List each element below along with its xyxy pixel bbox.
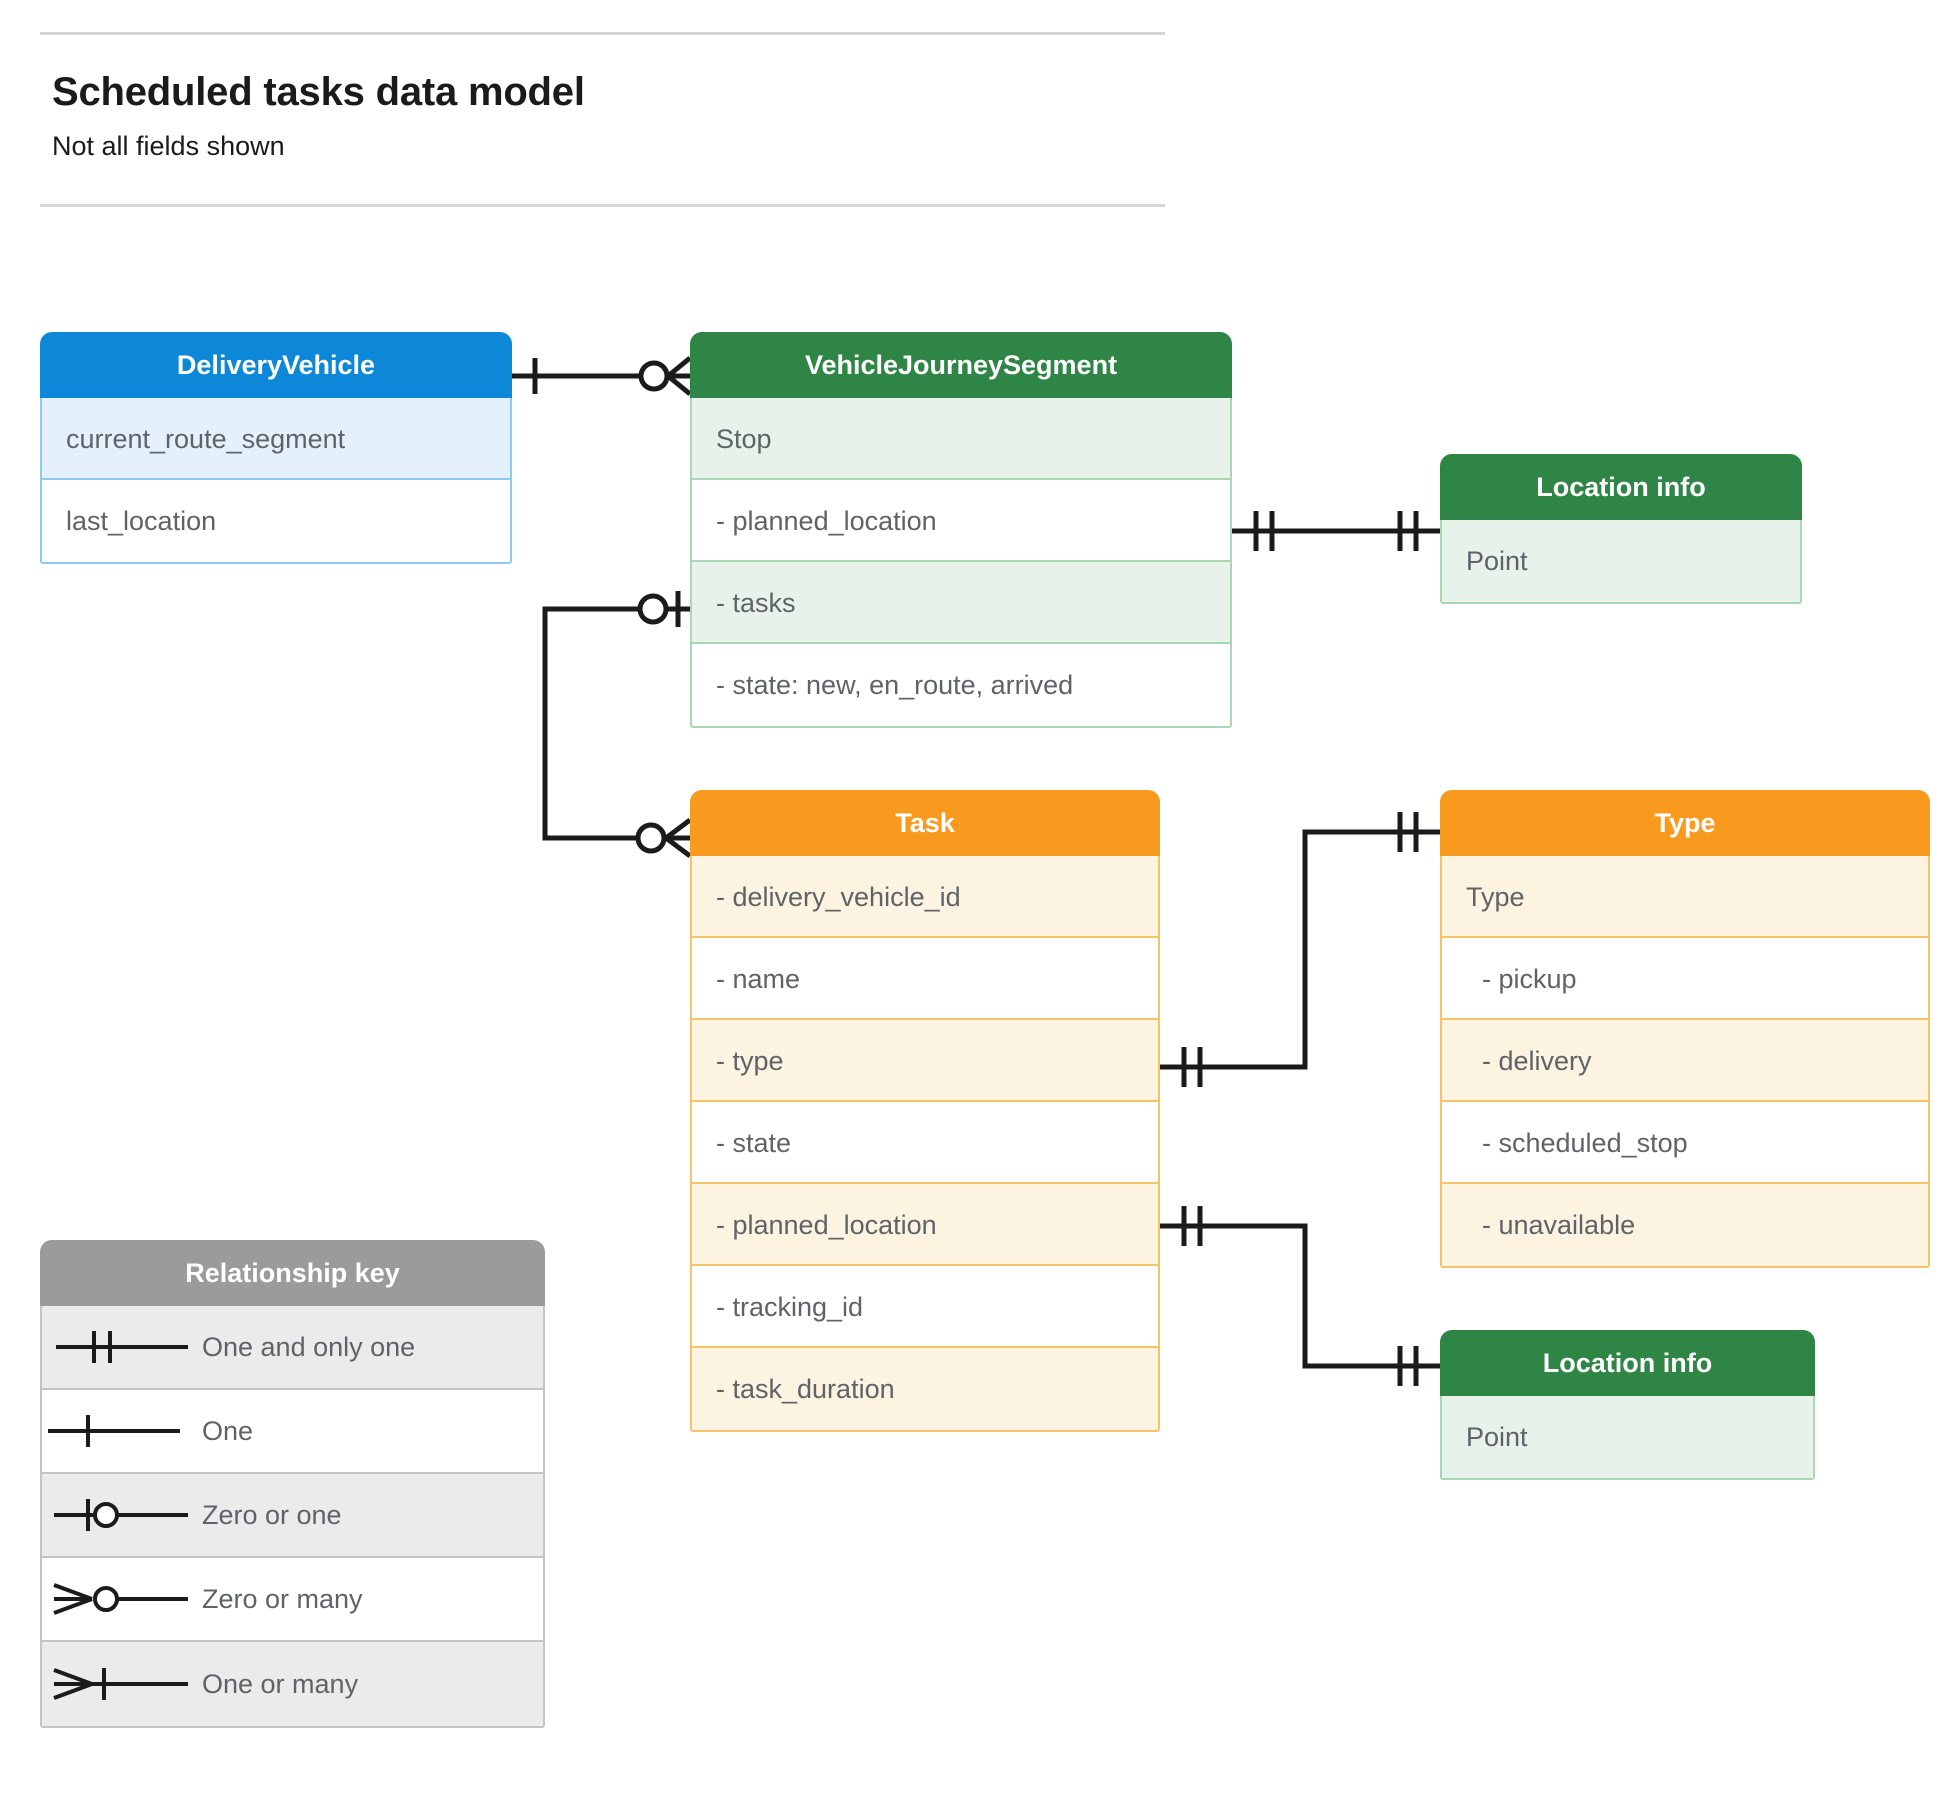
entity-fields-location-info-bottom: Point (1440, 1396, 1815, 1480)
legend-item-zero-or-one[interactable]: Zero or one (42, 1474, 543, 1558)
field-row[interactable]: - planned_location (692, 480, 1230, 562)
entity-type[interactable]: Type Type - pickup - delivery - schedule… (1440, 790, 1930, 1268)
zero-or-one-icon (42, 1493, 202, 1537)
page-title: Scheduled tasks data model (52, 70, 585, 114)
legend-item-label: One and only one (202, 1332, 416, 1362)
legend-item-one-and-only-one[interactable]: One and only one (42, 1306, 543, 1390)
legend-relationship-key[interactable]: Relationship key One and only one (40, 1240, 545, 1728)
legend-item-one-or-many[interactable]: One or many (42, 1642, 543, 1726)
entity-title-type: Type (1440, 790, 1930, 856)
zero-or-many-icon (42, 1577, 202, 1621)
entity-fields-task: - delivery_vehicle_id - name - type - st… (690, 856, 1160, 1432)
field-row[interactable]: - type (692, 1020, 1158, 1102)
page-subtitle: Not all fields shown (52, 131, 285, 161)
field-row[interactable]: - state: new, en_route, arrived (692, 644, 1230, 726)
legend-title: Relationship key (40, 1240, 545, 1306)
legend-item-label: One (202, 1416, 254, 1446)
entity-title-location-info-top: Location info (1440, 454, 1802, 520)
entity-vehicle-journey-segment[interactable]: VehicleJourneySegment Stop - planned_loc… (690, 332, 1232, 728)
legend-item-label: Zero or many (202, 1584, 363, 1614)
entity-delivery-vehicle[interactable]: DeliveryVehicle current_route_segment la… (40, 332, 512, 564)
field-row[interactable]: Type (1442, 856, 1928, 938)
entity-task[interactable]: Task - delivery_vehicle_id - name - type… (690, 790, 1160, 1432)
field-row[interactable]: Point (1442, 520, 1800, 602)
entity-fields-delivery-vehicle: current_route_segment last_location (40, 398, 512, 564)
field-row[interactable]: - pickup (1442, 938, 1928, 1020)
entity-fields-type: Type - pickup - delivery - scheduled_sto… (1440, 856, 1930, 1268)
field-row[interactable]: - planned_location (692, 1184, 1158, 1266)
entity-title-delivery-vehicle: DeliveryVehicle (40, 332, 512, 398)
entity-title-location-info-bottom: Location info (1440, 1330, 1815, 1396)
legend-item-zero-or-many[interactable]: Zero or many (42, 1558, 543, 1642)
entity-fields-vehicle-journey-segment: Stop - planned_location - tasks - state:… (690, 398, 1232, 728)
field-row[interactable]: - state (692, 1102, 1158, 1184)
field-row[interactable]: - delivery (1442, 1020, 1928, 1102)
entity-location-info-bottom[interactable]: Location info Point (1440, 1330, 1815, 1480)
entity-fields-location-info-top: Point (1440, 520, 1802, 604)
entity-title-vehicle-journey-segment: VehicleJourneySegment (690, 332, 1232, 398)
header-rule-bottom (40, 204, 1165, 207)
legend-item-one[interactable]: One (42, 1390, 543, 1474)
header-rule-top (40, 32, 1165, 35)
legend-item-label: Zero or one (202, 1500, 342, 1530)
field-row[interactable]: Point (1442, 1396, 1813, 1478)
field-row[interactable]: current_route_segment (42, 398, 510, 480)
one-and-only-one-icon (42, 1325, 202, 1369)
field-row[interactable]: - name (692, 938, 1158, 1020)
field-row[interactable]: - delivery_vehicle_id (692, 856, 1158, 938)
legend-item-label: One or many (202, 1669, 359, 1699)
entity-location-info-top[interactable]: Location info Point (1440, 454, 1802, 604)
legend-rows: One and only one One (40, 1306, 545, 1728)
field-row[interactable]: - task_duration (692, 1348, 1158, 1430)
field-row[interactable]: - unavailable (1442, 1184, 1928, 1266)
one-or-many-icon (42, 1662, 202, 1706)
field-row[interactable]: Stop (692, 398, 1230, 480)
field-row[interactable]: last_location (42, 480, 510, 562)
one-icon (42, 1409, 202, 1453)
entity-title-task: Task (690, 790, 1160, 856)
field-row[interactable]: - tasks (692, 562, 1230, 644)
field-row[interactable]: - tracking_id (692, 1266, 1158, 1348)
field-row[interactable]: - scheduled_stop (1442, 1102, 1928, 1184)
